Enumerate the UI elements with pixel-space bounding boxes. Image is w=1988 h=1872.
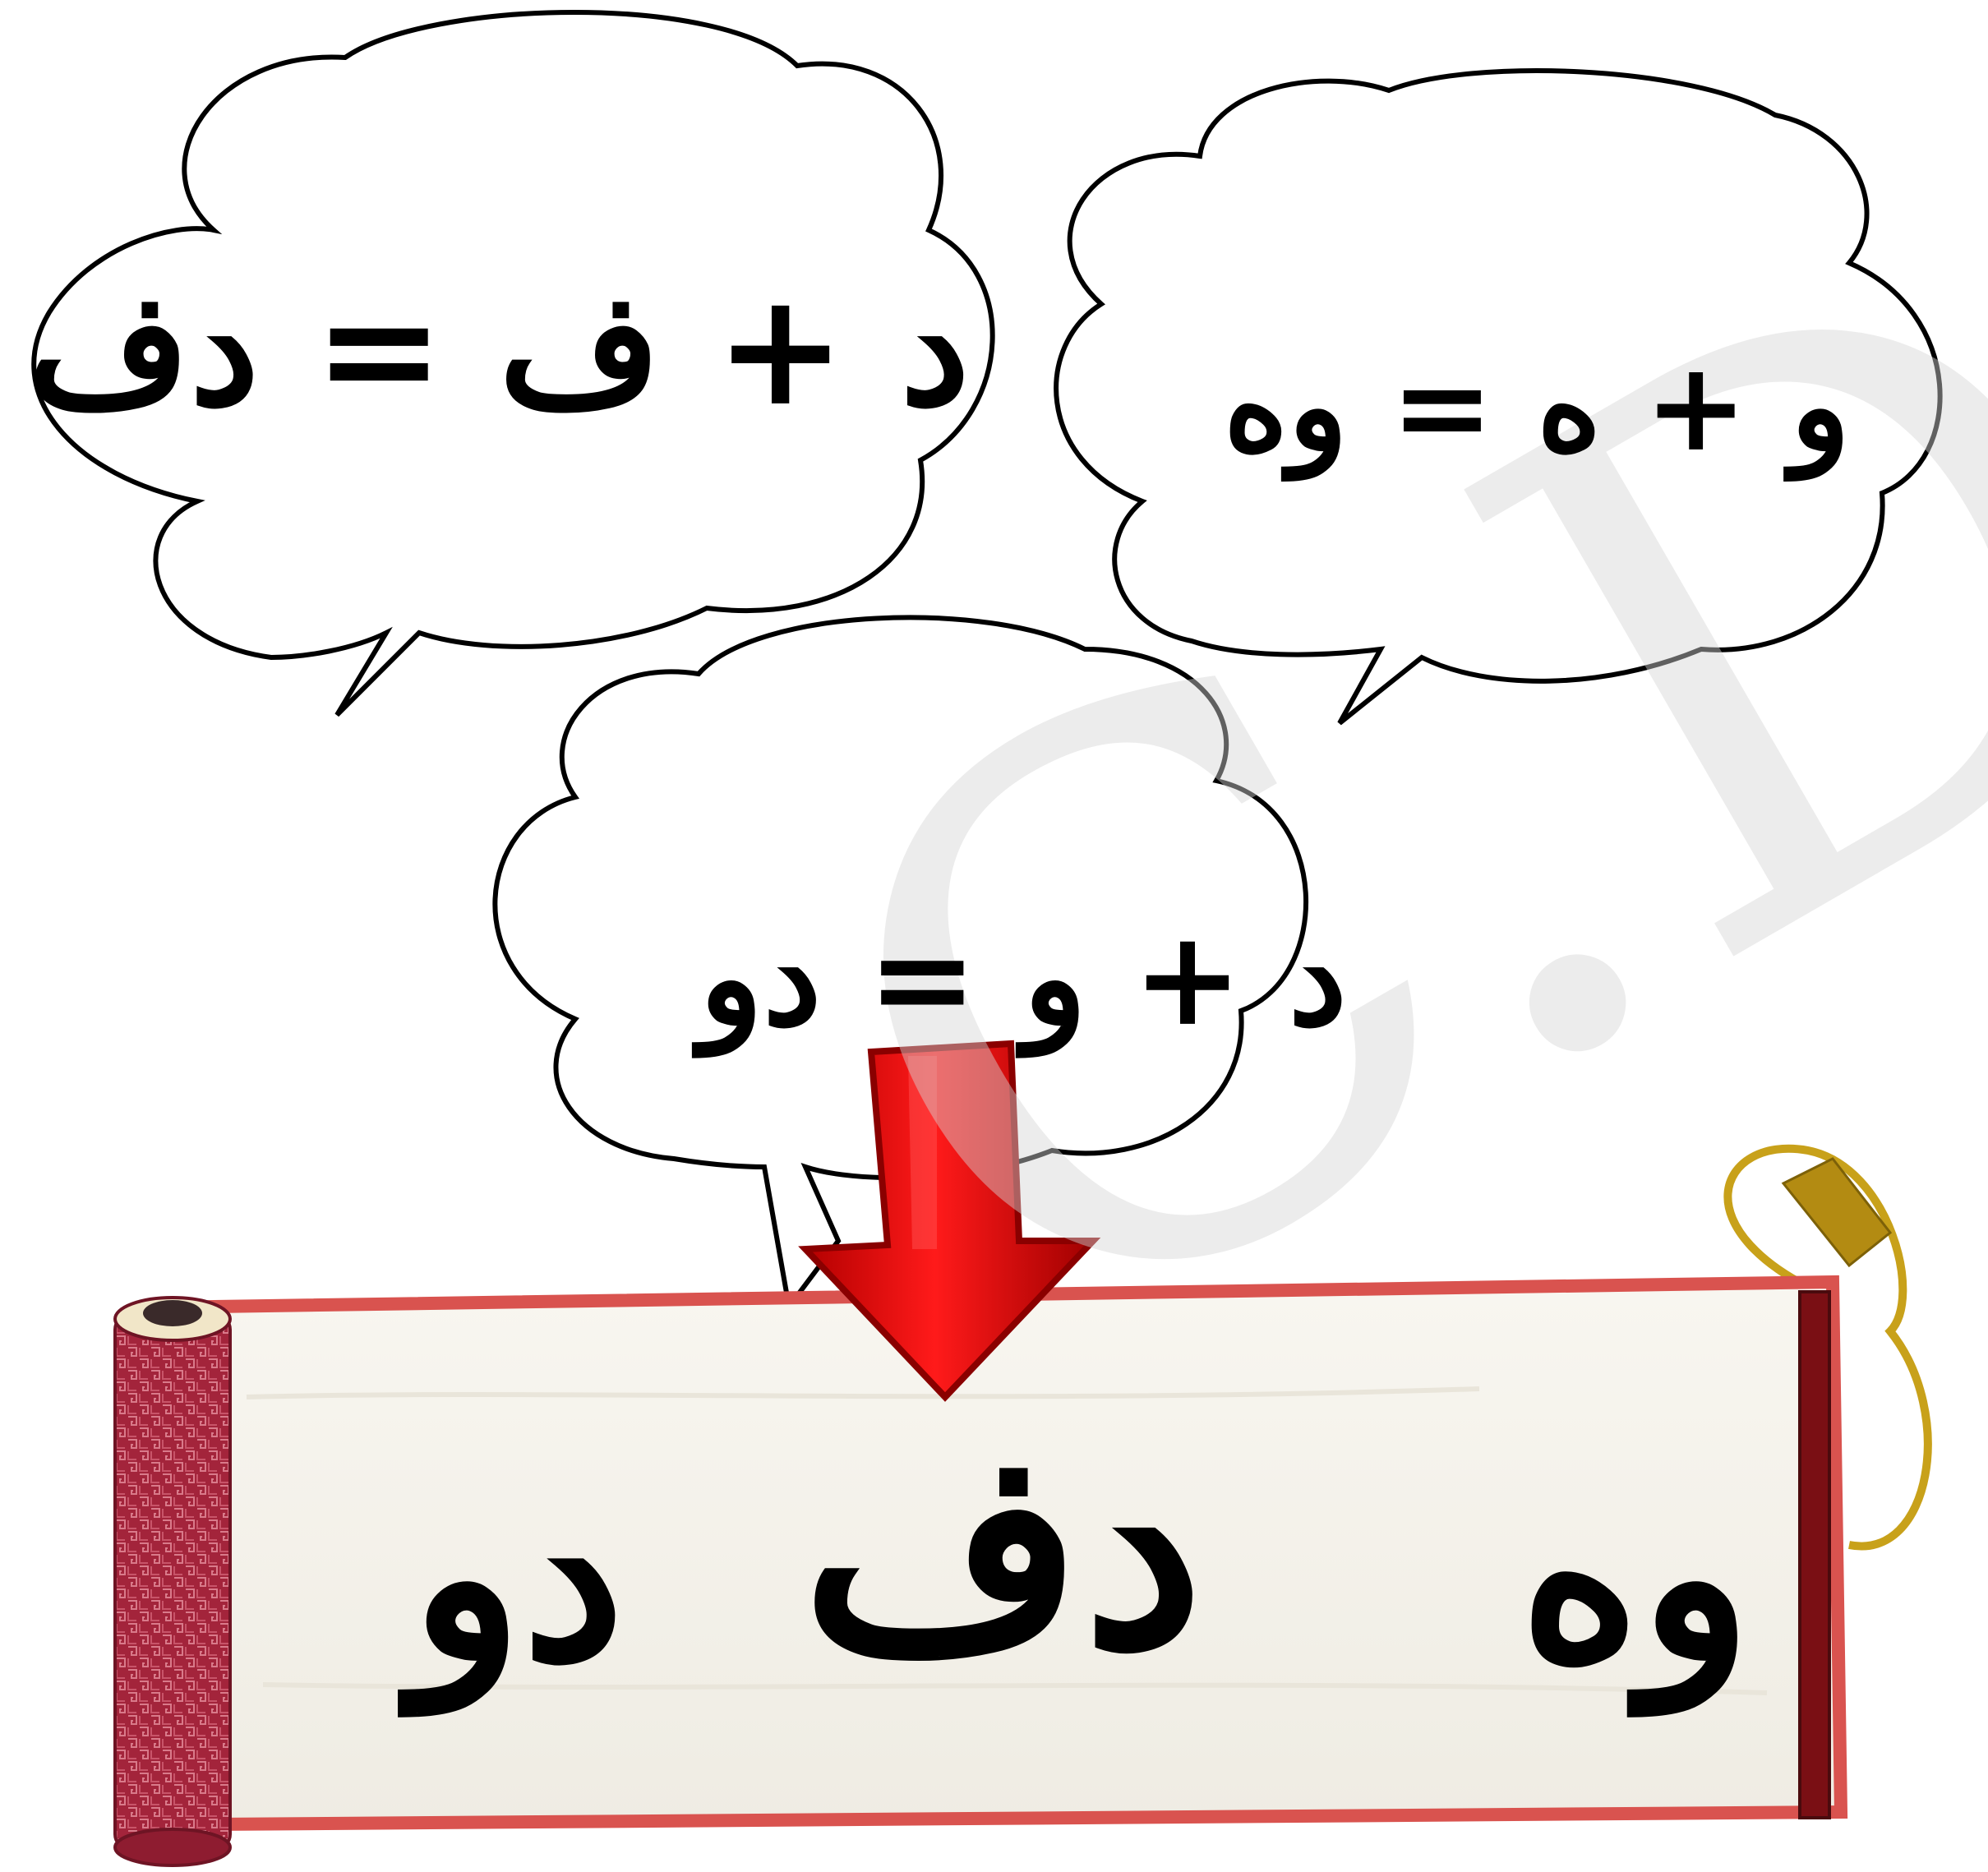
down-arrow-icon [798, 1040, 1101, 1402]
scroll-word-3: دو [411, 1442, 625, 1713]
equation-left: د + ف = دف [27, 257, 970, 440]
scroll-word-2: دف [801, 1390, 1204, 1708]
equation-middle: د + و = دو [699, 901, 1347, 1055]
tassel-icon [1723, 1144, 1932, 1551]
scroll-word-1: وه [1520, 1442, 1751, 1713]
equation-right: و + ه = وه [1223, 334, 1851, 479]
scroll-icon [113, 1275, 1848, 1867]
speech-bubble-right [1054, 68, 1943, 726]
speech-bubble-left [31, 10, 995, 717]
